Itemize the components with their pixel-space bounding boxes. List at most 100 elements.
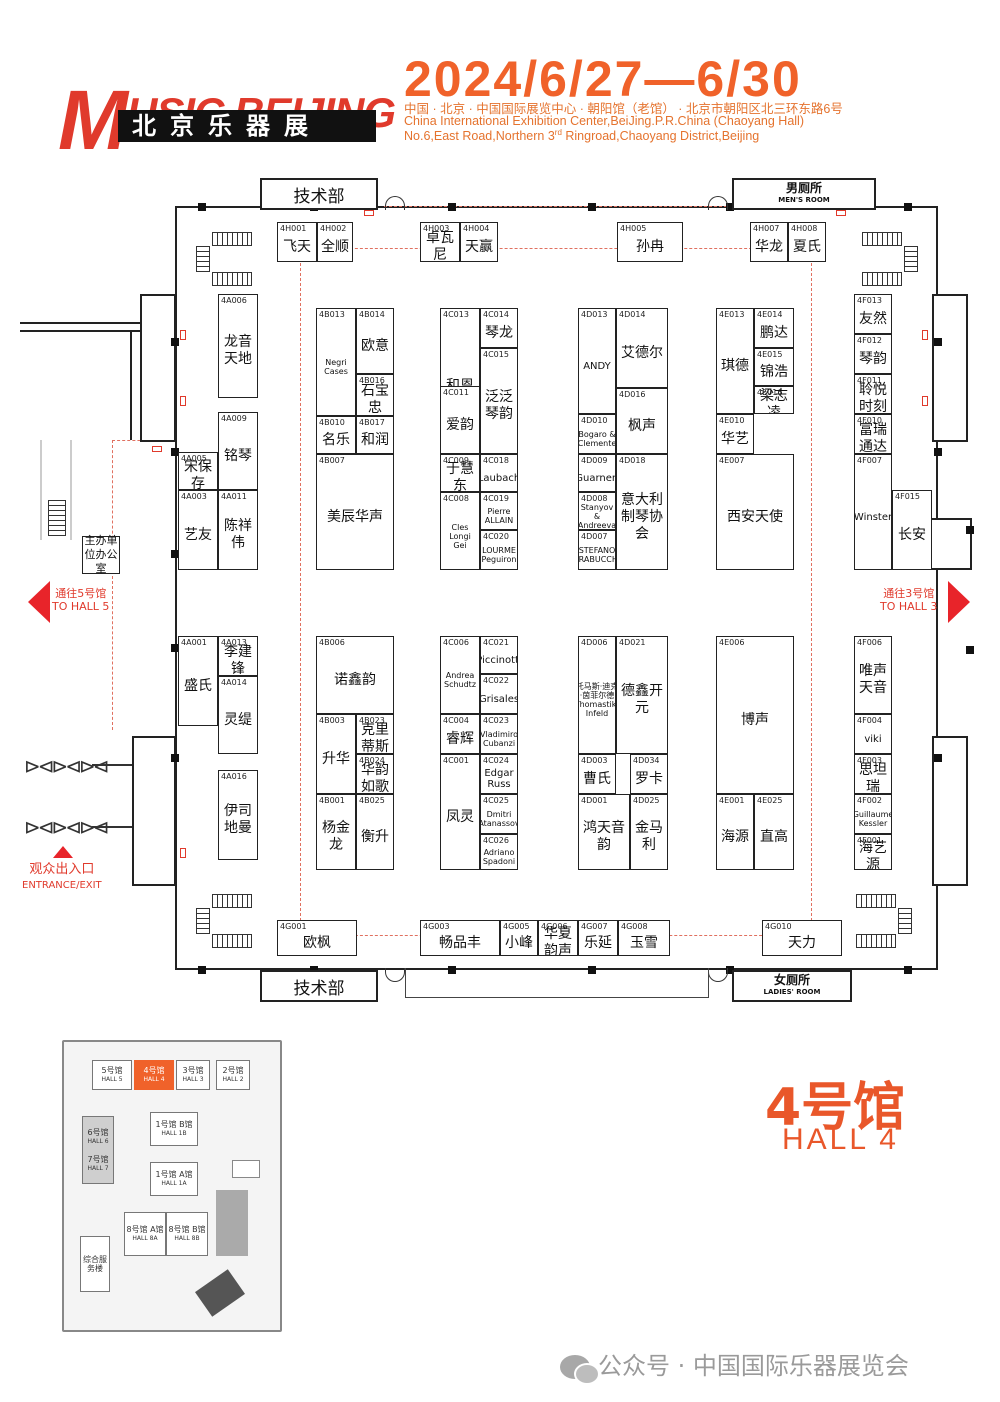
column-post <box>171 550 179 558</box>
booth-code: 4B003 <box>319 716 345 725</box>
tech-dept-top: 技术部 <box>260 178 378 210</box>
column-post <box>171 644 179 652</box>
arrow-right-icon <box>948 581 970 623</box>
booth-code: 4C021 <box>483 638 509 647</box>
column-post <box>198 203 206 211</box>
booth-exhibitor-name: Stanyov & Andreeva <box>578 502 616 530</box>
booth-4d009[interactable]: 4D009Guarneri <box>578 454 616 492</box>
booth-code: 4F006 <box>857 638 882 647</box>
booth-4c018[interactable]: 4C018Laubach <box>480 454 518 492</box>
booth-4c021[interactable]: 4C021Piccinotti <box>480 636 518 674</box>
booth-code: 4F015 <box>895 492 920 501</box>
booth-exhibitor-name: 盛氏 <box>184 677 212 694</box>
booth-exhibitor-name: 欧枫 <box>303 934 331 951</box>
stairs-icon <box>904 246 918 272</box>
stairs-icon <box>212 894 252 908</box>
